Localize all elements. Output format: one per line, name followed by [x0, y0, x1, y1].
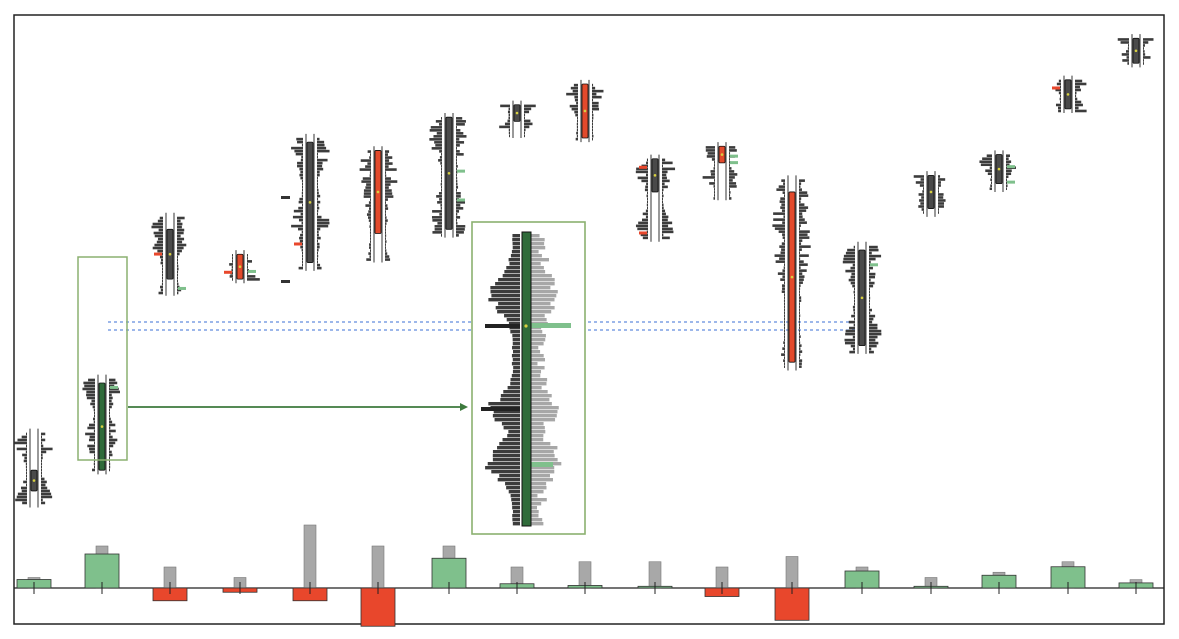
volume-profile-5 [291, 137, 330, 270]
poc-marker-11 [720, 153, 724, 156]
poc-marker-13 [860, 296, 864, 300]
candle-2 [82, 374, 120, 475]
delta-bar-6 [360, 587, 396, 627]
candle-12 [772, 175, 811, 371]
candles-layer [14, 34, 1154, 508]
volume-bar-5 [303, 524, 317, 589]
volume-profile-6 [359, 150, 398, 261]
volume-delta-layer [16, 524, 1154, 627]
volume-delta-9 [567, 561, 603, 594]
side-tick-upper [281, 196, 290, 199]
imbalance-ticks-4 [224, 269, 256, 274]
poc-marker-16 [1066, 93, 1070, 96]
volume-delta-12 [774, 556, 810, 621]
poc-marker-17 [1134, 49, 1138, 53]
poc-marker-9 [583, 109, 587, 113]
candle-17 [1117, 34, 1154, 68]
volume-profile-13 [842, 245, 882, 354]
candle-6 [359, 146, 398, 263]
zoom-panel [471, 221, 586, 535]
volume-delta-8 [499, 566, 535, 594]
delta-bar-7 [431, 557, 467, 589]
volume-profile-11 [702, 146, 738, 200]
volume-delta-1 [16, 577, 52, 594]
poc-marker-14 [929, 190, 933, 194]
zoom-level-left [481, 407, 520, 411]
imbalance-ticks-13 [870, 263, 878, 267]
candle-16 [1052, 75, 1087, 114]
highlight-box [77, 256, 128, 461]
candle-3 [151, 212, 187, 296]
candle-10 [635, 154, 676, 242]
volume-delta-11 [704, 566, 740, 597]
candle-15 [979, 150, 1016, 192]
zoom-poc-marker [524, 324, 528, 328]
imbalance-ticks-7 [457, 169, 465, 202]
zoom-poc-left [485, 324, 520, 328]
poc-marker-3 [168, 252, 172, 256]
volume-delta-17 [1118, 579, 1154, 594]
poc-marker-10 [653, 174, 657, 177]
candle-4 [224, 250, 260, 284]
poc-marker-6 [376, 190, 380, 194]
zoom-green-tick [531, 462, 553, 467]
candle-7 [429, 113, 467, 238]
volume-delta-6 [360, 545, 396, 627]
poc-marker-1 [32, 479, 36, 482]
poc-marker-8 [515, 111, 519, 115]
volume-delta-15 [981, 571, 1017, 594]
candle-8 [499, 100, 536, 138]
zoom-poc-right [531, 323, 571, 328]
poc-marker-7 [447, 171, 451, 175]
poc-marker-15 [997, 167, 1001, 171]
volume-profile-2 [82, 378, 120, 472]
volume-profile-4 [229, 254, 260, 281]
volume-profile-16 [1055, 79, 1087, 113]
candle-1 [14, 428, 53, 508]
imbalance-ticks-5 [294, 242, 302, 246]
imbalance-ticks-11 [730, 154, 738, 165]
volume-delta-13 [844, 566, 880, 594]
poc-marker-12 [790, 275, 794, 279]
volume-profile-1 [14, 432, 53, 505]
imbalance-ticks-3 [154, 252, 186, 290]
volume-profile-10 [635, 158, 676, 240]
poc-marker-2 [100, 425, 104, 428]
volume-delta-3 [152, 566, 188, 602]
zoom-arrow-head [460, 403, 468, 411]
side-tick-lower [281, 280, 290, 283]
volume-delta-2 [84, 545, 120, 594]
volume-delta-16 [1050, 561, 1086, 594]
volume-delta-5 [292, 524, 328, 602]
volume-delta-10 [637, 561, 673, 594]
volume-profile-12 [772, 179, 811, 368]
imbalance-ticks-2 [110, 385, 118, 389]
volume-bar-6 [371, 545, 385, 589]
candle-14 [913, 171, 946, 217]
link-lines [108, 316, 863, 411]
volume-profile-9 [566, 83, 604, 141]
volume-profile-17 [1117, 38, 1154, 65]
imbalance-ticks-16 [1052, 86, 1060, 90]
volume-profile-8 [499, 104, 536, 138]
poc-marker-5 [308, 201, 312, 204]
volume-profile-7 [429, 117, 467, 237]
imbalance-ticks-10 [639, 165, 647, 235]
zoom-candle-body [521, 231, 532, 527]
volume-delta-7 [431, 545, 467, 594]
candle-11 [702, 142, 738, 201]
zoom-volume-profile [485, 234, 562, 526]
volume-delta-4 [222, 577, 258, 594]
candle-9 [566, 79, 604, 143]
imbalance-ticks-15 [1007, 165, 1015, 184]
volume-delta-14 [913, 577, 949, 594]
poc-marker-4 [238, 265, 242, 268]
volume-profile-14 [913, 175, 946, 214]
candle-5 [291, 133, 330, 271]
candle-13 [842, 241, 882, 354]
